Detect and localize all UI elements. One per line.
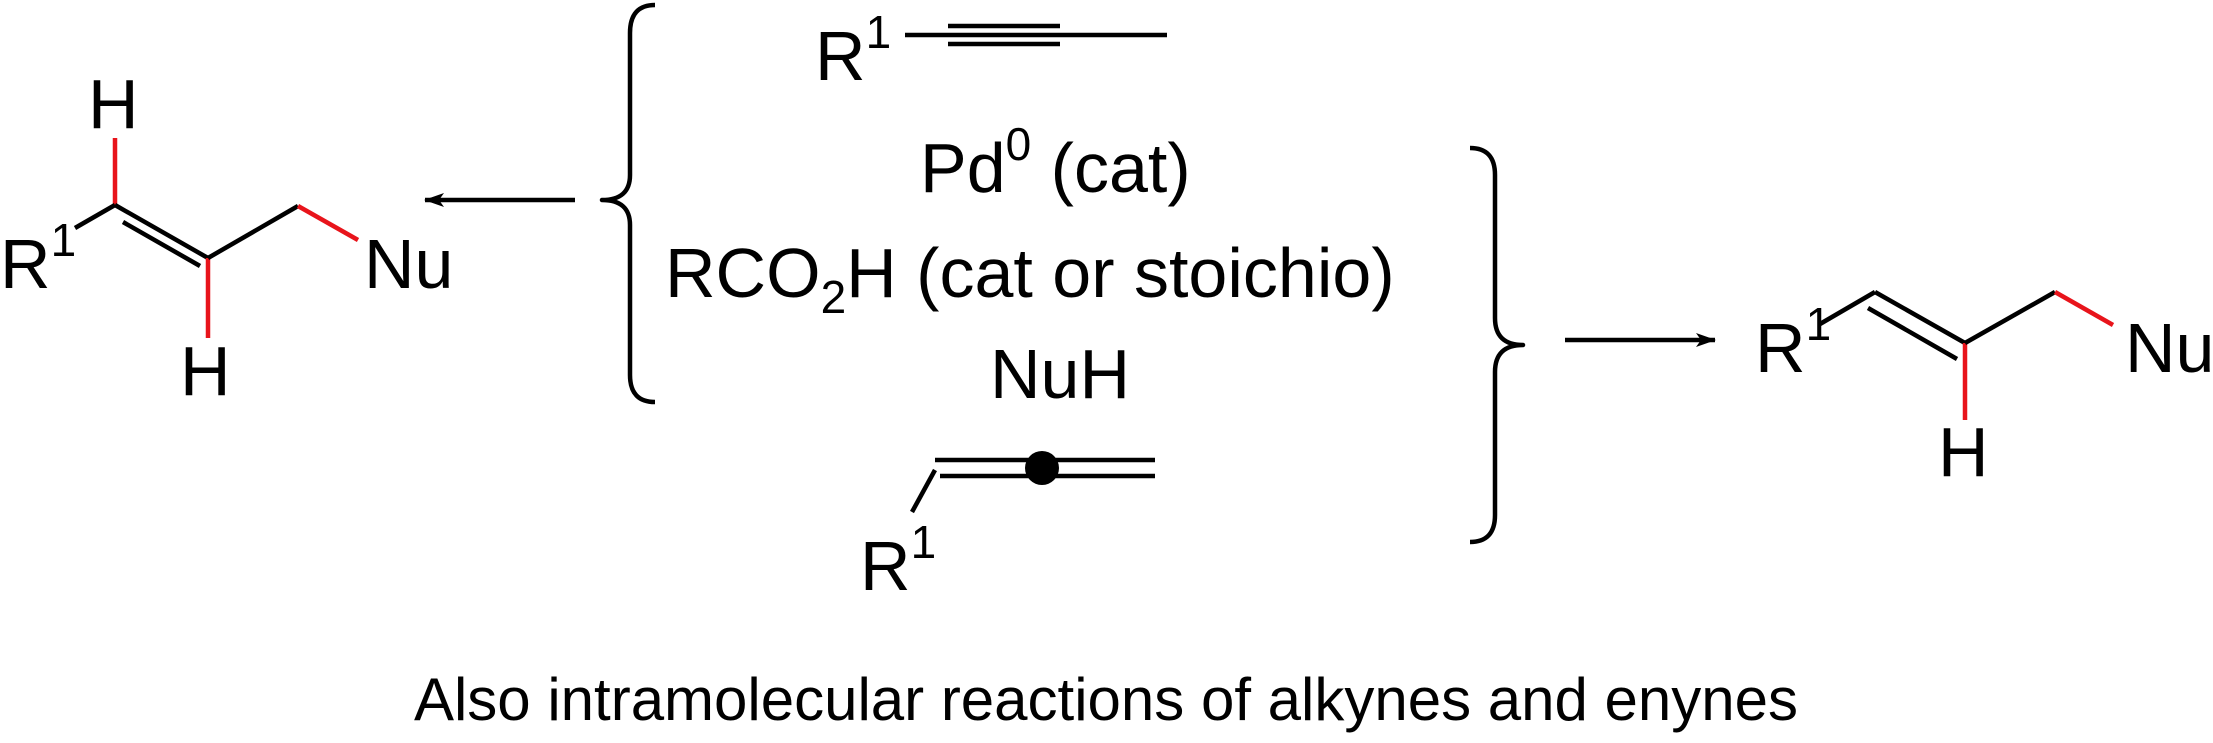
left-product-r1-label: R1 — [0, 214, 76, 303]
right-product-nu-bond — [2053, 290, 2115, 327]
allene-r-bond — [910, 468, 937, 514]
right-product-r-bond — [1818, 290, 1877, 326]
right-product-nu-label: Nu — [2125, 309, 2213, 387]
nucleophile-label: NuH — [990, 335, 1130, 413]
scheme-caption: Also intramolecular reactions of alkynes… — [414, 666, 1798, 733]
left-product-double-bond — [113, 203, 210, 268]
left-product-nu-label: Nu — [364, 225, 453, 303]
allene-r1-label: R1 — [860, 516, 936, 605]
left-product-h-top: H — [88, 65, 139, 143]
alkyne-structure: R1 — [815, 6, 1167, 95]
left-product-structure: H R1 H Nu — [0, 65, 453, 410]
allene-central-carbon — [1025, 451, 1059, 485]
allene-double-bond-right — [1045, 457, 1155, 479]
left-product-h-bottom: H — [180, 332, 231, 410]
allene-double-bond-left — [935, 457, 1040, 479]
left-product-nu-bond — [296, 204, 360, 242]
reagents-brace — [599, 2, 656, 405]
alkyne-r1-label: R1 — [815, 6, 891, 95]
acid-label: RCO2H (cat or stoichio) — [665, 234, 1395, 323]
alkyne-triple-bond — [905, 23, 1060, 47]
left-product-ch2-bond — [206, 204, 300, 260]
right-product-h-label: H — [1938, 413, 1989, 491]
catalyst-label: Pd0 (cat) — [920, 118, 1191, 207]
right-product-double-bond — [1866, 290, 1967, 361]
right-product-r1-label: R1 — [1755, 298, 1831, 387]
allene-structure: R1 — [860, 451, 1155, 605]
right-product-ch2-bond — [1963, 290, 2057, 345]
left-product-c1-r-bond — [73, 203, 117, 230]
right-product-structure: R1 H Nu — [1755, 290, 2213, 491]
conditions-brace — [1469, 145, 1526, 545]
